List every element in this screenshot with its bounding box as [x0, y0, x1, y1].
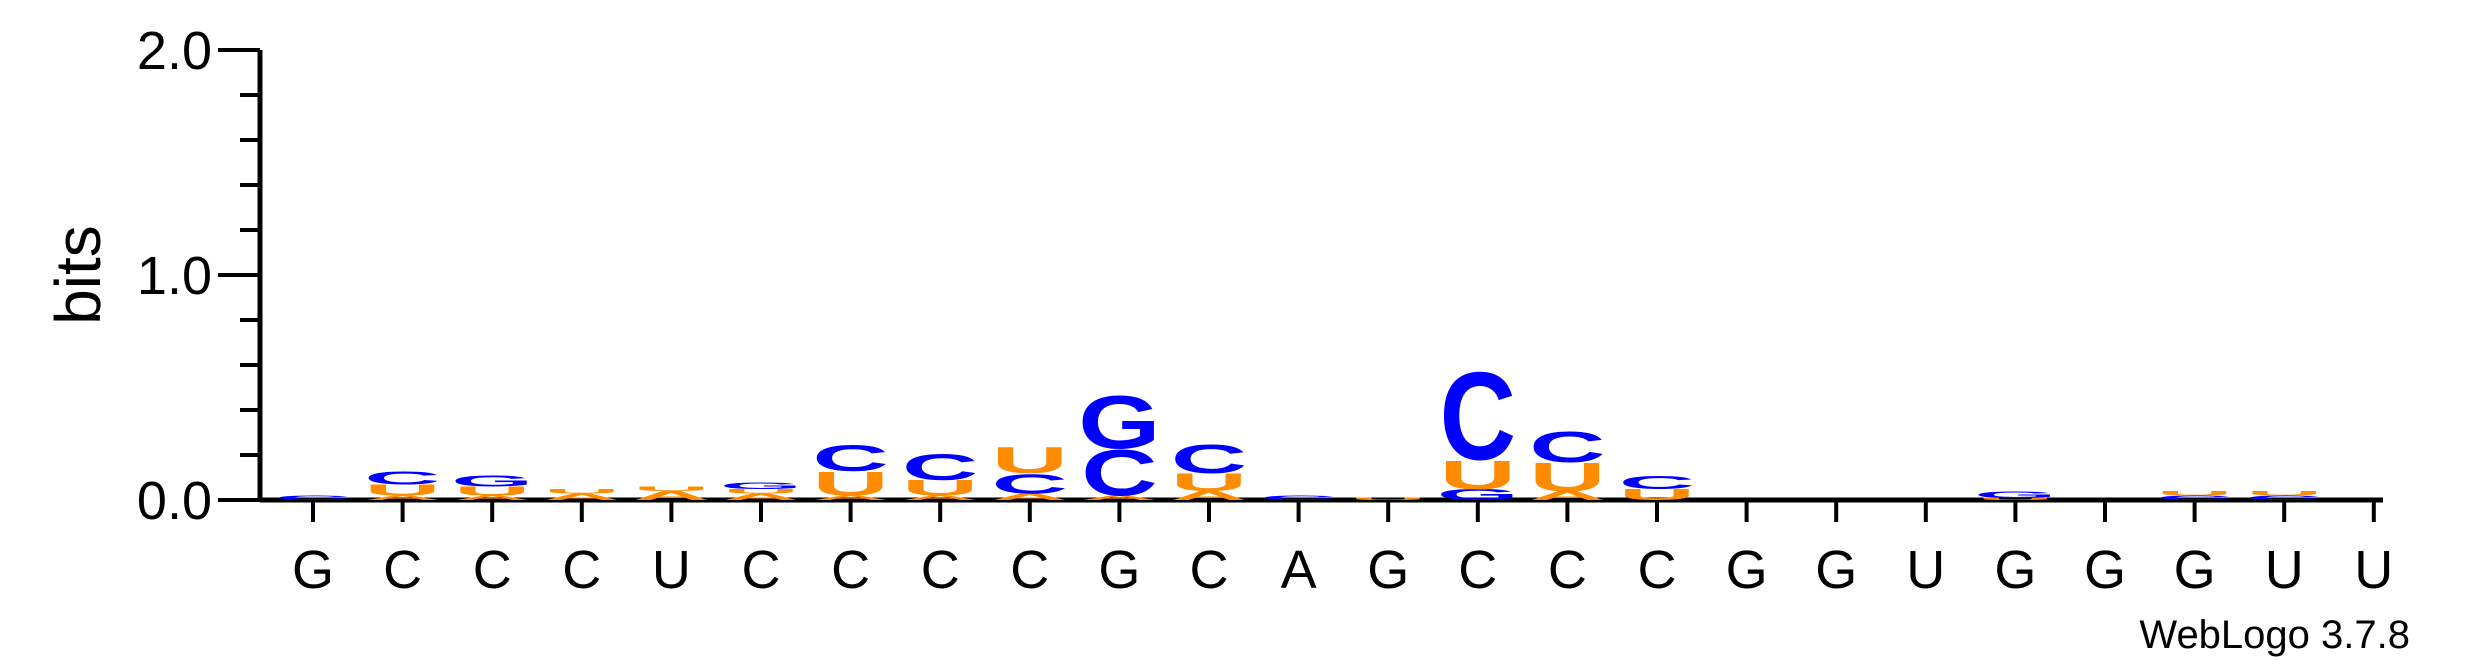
- x-tick-label: C: [383, 540, 422, 600]
- logo-letter-c: C: [364, 467, 440, 488]
- logo-letter-a: A: [364, 494, 440, 501]
- logo-letter-u: U: [454, 484, 530, 498]
- logo-letter-a: A: [1529, 489, 1605, 503]
- logo-letter-u: U: [364, 482, 440, 499]
- x-tick-label: G: [292, 540, 334, 600]
- x-tick-label: G: [1815, 540, 1857, 600]
- x-tick-label: C: [1548, 540, 1587, 600]
- x-tick-label: C: [562, 540, 601, 600]
- logo-letter-c: C: [2246, 494, 2322, 501]
- logo-letter-c: C: [812, 437, 888, 479]
- x-tick-label: G: [1994, 540, 2036, 600]
- x-tick-label: G: [2174, 540, 2216, 600]
- y-tick-label: 1.0: [137, 246, 212, 306]
- x-tick-label: U: [2265, 540, 2304, 600]
- x-tick-label: U: [1906, 540, 1945, 600]
- x-tick-label: U: [652, 540, 691, 600]
- logo-letter-u: U: [633, 485, 709, 492]
- logo-letter-u: U: [1350, 497, 1426, 501]
- logo-letter-u: U: [1171, 469, 1247, 497]
- x-tick-label: C: [742, 540, 781, 600]
- logo-letter-u: U: [1619, 486, 1695, 503]
- x-tick-label: C: [1638, 540, 1677, 600]
- logo-letter-u: U: [2246, 490, 2322, 497]
- logo-letter-a: A: [992, 492, 1068, 502]
- logo-letter-a: A: [454, 494, 530, 501]
- logo-letter-u: U: [1529, 454, 1605, 499]
- logo-letter-a: A: [902, 494, 978, 501]
- logo-letter-c: C: [1260, 494, 1336, 501]
- logo-letter-g: G: [720, 480, 802, 490]
- logo-letter-u: U: [902, 476, 978, 500]
- logo-letter-u: U: [544, 488, 620, 495]
- logo-letter-g: G: [1974, 489, 2056, 499]
- logo-letter-c: C: [992, 468, 1068, 499]
- logo-letter-u: U: [812, 464, 888, 502]
- x-tick-label: U: [2354, 540, 2393, 600]
- weblogo-credit: WebLogo 3.7.8: [2139, 613, 2410, 657]
- y-axis-title: bits: [42, 225, 114, 325]
- x-tick-label: C: [1010, 540, 1049, 600]
- logo-letter-g: G: [1437, 486, 1519, 503]
- logo-letter-u: U: [992, 439, 1068, 481]
- logo-letter-u: U: [1977, 497, 2053, 501]
- logo-letter-c: C: [902, 446, 978, 488]
- logo-letter-a: A: [1081, 494, 1157, 501]
- logo-letter-u: U: [1440, 452, 1516, 497]
- logo-letter-c: C: [1440, 346, 1516, 486]
- y-tick-label: 0.0: [137, 471, 212, 531]
- logo-letter-c: C: [1081, 436, 1157, 510]
- x-tick-label: G: [1367, 540, 1409, 600]
- logo-letter-a: A: [1171, 489, 1247, 503]
- x-tick-label: C: [1190, 540, 1229, 600]
- logo-letter-u: U: [723, 488, 799, 495]
- logo-letter-a: A: [812, 494, 888, 501]
- logo-letter-g: G: [451, 473, 533, 490]
- y-tick-label: 2.0: [137, 21, 212, 81]
- logo-letter-c: C: [1619, 472, 1695, 493]
- logo-letter-c: C: [2156, 494, 2232, 501]
- logo-letter-a: A: [633, 489, 709, 503]
- x-tick-label: C: [473, 540, 512, 600]
- logo-letter-c: C: [1171, 436, 1247, 481]
- x-tick-label: C: [831, 540, 870, 600]
- logo-letter-a: A: [723, 492, 799, 502]
- x-tick-label: C: [1458, 540, 1497, 600]
- logo-letter-c: C: [1529, 423, 1605, 472]
- logo-letter-g: G: [1078, 381, 1160, 464]
- x-tick-label: C: [921, 540, 960, 600]
- x-tick-label: G: [1098, 540, 1140, 600]
- x-tick-label: G: [1726, 540, 1768, 600]
- logo-letter-u: U: [2156, 490, 2232, 497]
- x-tick-label: A: [1281, 540, 1317, 600]
- x-tick-label: G: [2084, 540, 2126, 600]
- logo-letter-a: A: [544, 492, 620, 502]
- logo-letter-c: C: [275, 494, 351, 501]
